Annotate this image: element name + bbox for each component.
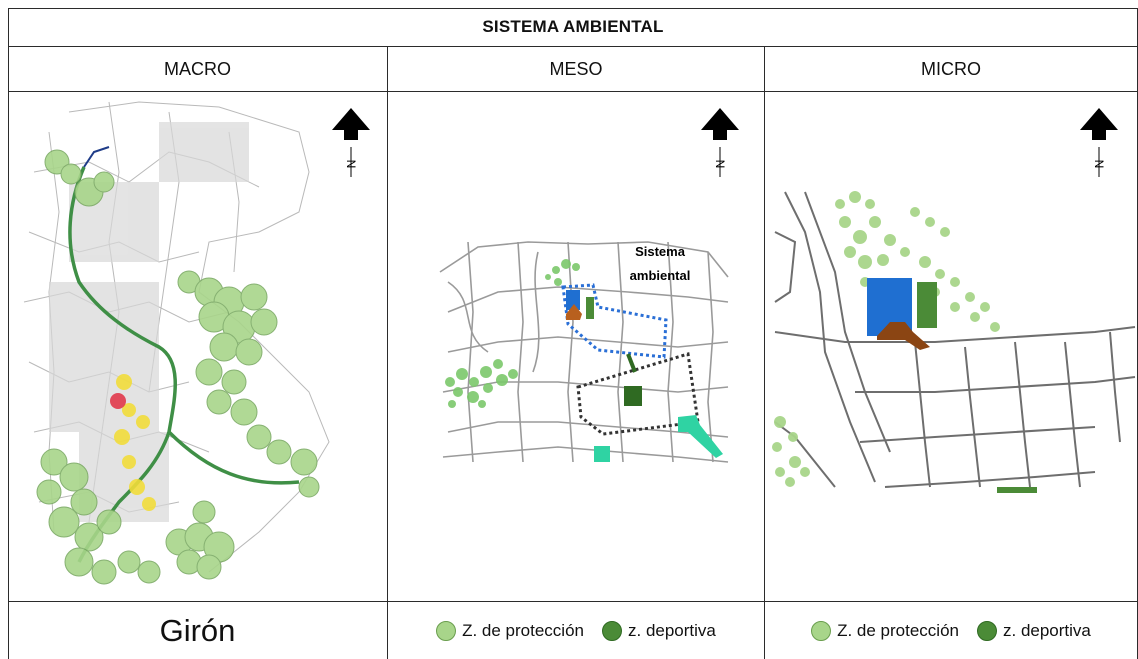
legend-dot-icon bbox=[602, 621, 622, 641]
meso-map-label-line1: Sistema bbox=[635, 244, 686, 259]
footer-macro: Girón bbox=[8, 603, 387, 659]
column-header-micro: MICRO bbox=[921, 58, 981, 79]
micro-street-network bbox=[774, 191, 1136, 488]
legend-sports-label: z. deportiva bbox=[1003, 621, 1091, 640]
svg-text:N: N bbox=[1092, 160, 1106, 169]
meso-street-network bbox=[439, 241, 729, 463]
micro-map: N bbox=[765, 92, 1137, 600]
legend-dot-icon bbox=[977, 621, 997, 641]
column-header-macro: MACRO bbox=[164, 58, 231, 79]
legend-protection-label: Z. de protección bbox=[837, 621, 959, 640]
border-col-1 bbox=[387, 46, 388, 659]
north-arrow-icon: N bbox=[1080, 108, 1118, 177]
meso-map: Sistema ambiental N bbox=[388, 92, 764, 600]
legend: Z. de protección z. deportiva bbox=[811, 621, 1091, 641]
column-header-meso: MESO bbox=[549, 58, 603, 79]
footer-micro-legend: Z. de protección z. deportiva bbox=[765, 603, 1137, 659]
border-maps-bottom bbox=[8, 601, 1138, 602]
legend-dot-icon bbox=[436, 621, 457, 641]
macro-highlight-points bbox=[110, 374, 156, 511]
border-top bbox=[8, 8, 1138, 9]
north-arrow-icon: N bbox=[701, 108, 739, 177]
table-title: SISTEMA AMBIENTAL bbox=[482, 17, 664, 36]
meso-protection-zones bbox=[445, 259, 580, 408]
legend-sports-label: z. deportiva bbox=[628, 621, 716, 640]
border-left bbox=[8, 8, 9, 659]
macro-map: N bbox=[9, 92, 386, 600]
meso-map-label-line2: ambiental bbox=[630, 268, 691, 283]
legend-protection-label: Z. de protección bbox=[462, 621, 584, 640]
figure-frame: SISTEMA AMBIENTAL MACRO MESO MICRO bbox=[8, 0, 1138, 659]
meso-zone-overlays bbox=[561, 283, 723, 462]
macro-river bbox=[68, 166, 300, 563]
svg-text:N: N bbox=[344, 160, 358, 169]
legend: Z. de protección z. deportiva bbox=[436, 621, 716, 641]
footer-meso-legend: Z. de protección z. deportiva bbox=[388, 603, 764, 659]
svg-text:N: N bbox=[713, 160, 727, 169]
micro-zone-overlays bbox=[867, 278, 1037, 493]
macro-protection-zones bbox=[36, 149, 320, 585]
border-header-bottom bbox=[8, 91, 1138, 92]
legend-dot-icon bbox=[811, 621, 832, 641]
place-name: Girón bbox=[159, 613, 236, 648]
border-title-bottom bbox=[8, 46, 1138, 47]
north-arrow-icon: N bbox=[332, 108, 370, 177]
border-col-2 bbox=[764, 46, 765, 659]
